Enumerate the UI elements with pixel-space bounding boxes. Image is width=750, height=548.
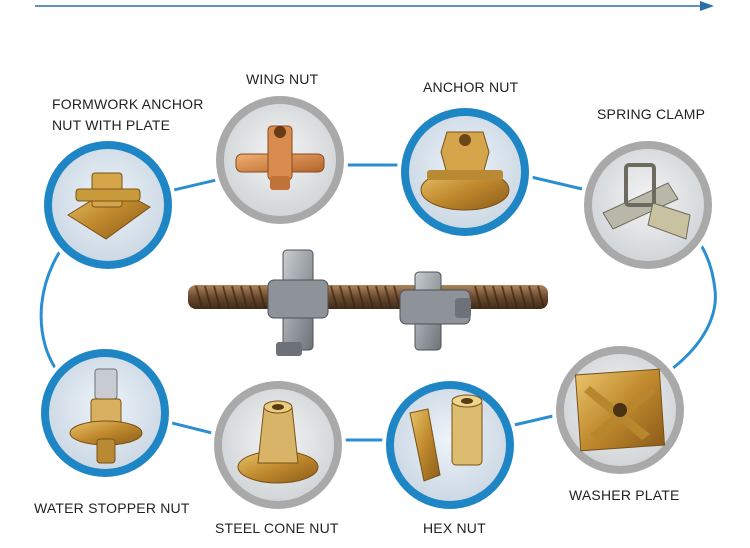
wing-nut-icon	[235, 125, 325, 190]
spring-clamp-label-line: SPRING CLAMP	[597, 106, 706, 122]
formwork-anchor-nut-with-plate-icon	[67, 172, 151, 240]
water-stopper-nut-badge	[37, 345, 173, 481]
washer-plate-label: WASHER PLATE	[569, 485, 680, 506]
center-wing-nut-right	[399, 271, 471, 351]
header-arrow	[35, 1, 714, 11]
washer-plate-label-line: WASHER PLATE	[569, 487, 680, 503]
hex-nut-icon	[409, 394, 483, 482]
anchor-nut-label: ANCHOR NUT	[423, 77, 518, 98]
steel-cone-nut-label-line: STEEL CONE NUT	[215, 520, 339, 536]
steel-cone-nut-icon	[237, 400, 319, 484]
water-stopper-nut-label-line: WATER STOPPER NUT	[34, 500, 190, 516]
arrow-right-icon	[700, 1, 714, 11]
formwork-anchor-nut-with-plate-label-line: FORMWORK ANCHOR	[52, 96, 204, 112]
hex-nut-label-line: HEX NUT	[423, 520, 486, 536]
anchor-nut-badge	[397, 104, 533, 240]
washer-plate-icon	[574, 368, 666, 452]
hex-nut-photo-bg	[394, 389, 506, 501]
wing-nut-badge	[212, 92, 348, 228]
formwork-anchor-nut-with-plate-label-line: NUT WITH PLATE	[52, 117, 171, 133]
wing-nut-label: WING NUT	[246, 69, 318, 90]
water-stopper-nut-label: WATER STOPPER NUT	[34, 498, 190, 519]
spring-clamp-icon	[602, 163, 691, 240]
spring-clamp-label: SPRING CLAMP	[597, 104, 705, 125]
washer-plate-badge	[552, 342, 688, 478]
hex-nut-label: HEX NUT	[423, 518, 486, 539]
hex-nut-badge	[382, 377, 518, 513]
wing-nut-label-line: WING NUT	[246, 71, 319, 87]
water-stopper-nut-icon	[69, 368, 143, 464]
anchor-nut-label-line: ANCHOR NUT	[423, 79, 519, 95]
formwork-anchor-nut-with-plate-badge	[40, 137, 176, 273]
center-wing-nut-left	[267, 249, 329, 356]
spring-clamp-badge	[580, 137, 716, 273]
anchor-nut-icon	[420, 131, 510, 211]
steel-cone-nut-label: STEEL CONE NUT	[215, 518, 339, 539]
tie-rod-assembly	[188, 249, 548, 356]
steel-cone-nut-badge	[210, 377, 346, 513]
formwork-anchor-nut-with-plate-label: FORMWORK ANCHOR NUT WITH PLATE	[52, 94, 204, 136]
